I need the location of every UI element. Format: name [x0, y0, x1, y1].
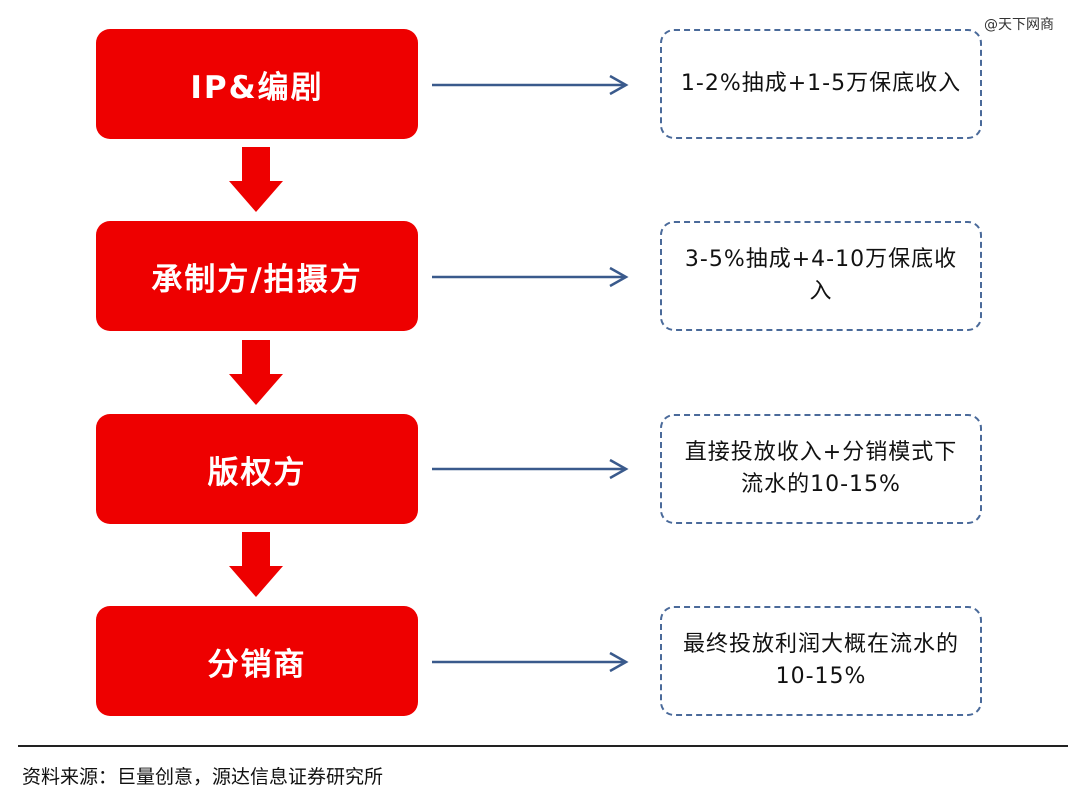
stage-label: 版权方	[207, 454, 307, 491]
note-ip-writer: 1-2%抽成+1-5万保底收入	[660, 29, 982, 139]
note-distributor: 最终投放利润大概在流水的10-15%	[660, 606, 982, 716]
connector-arrow-4	[432, 651, 629, 673]
connector-arrow-1	[432, 74, 629, 96]
down-arrow-icon	[229, 147, 283, 212]
note-text: 最终投放利润大概在流水的10-15%	[682, 632, 959, 689]
divider	[18, 745, 1068, 747]
stage-label: IP&编剧	[190, 69, 324, 106]
note-text: 直接投放收入+分销模式下流水的10-15%	[684, 440, 958, 497]
stage-label: 分销商	[207, 646, 307, 683]
note-text: 3-5%抽成+4-10万保底收入	[684, 247, 958, 304]
stage-distributor: 分销商	[96, 606, 418, 716]
down-arrow-icon	[229, 532, 283, 597]
note-production: 3-5%抽成+4-10万保底收入	[660, 221, 982, 331]
stage-ip-writer: IP&编剧	[96, 29, 418, 139]
down-arrow-icon	[229, 340, 283, 405]
connector-arrow-3	[432, 458, 629, 480]
note-text: 1-2%抽成+1-5万保底收入	[680, 71, 962, 97]
stage-production: 承制方/拍摄方	[96, 221, 418, 331]
note-copyright-holder: 直接投放收入+分销模式下流水的10-15%	[660, 414, 982, 524]
stage-label: 承制方/拍摄方	[151, 261, 363, 298]
stage-copyright-holder: 版权方	[96, 414, 418, 524]
source-note: 资料来源：巨量创意，源达信息证券研究所	[22, 766, 384, 788]
watermark: @天下网商	[984, 17, 1054, 33]
connector-arrow-2	[432, 266, 629, 288]
